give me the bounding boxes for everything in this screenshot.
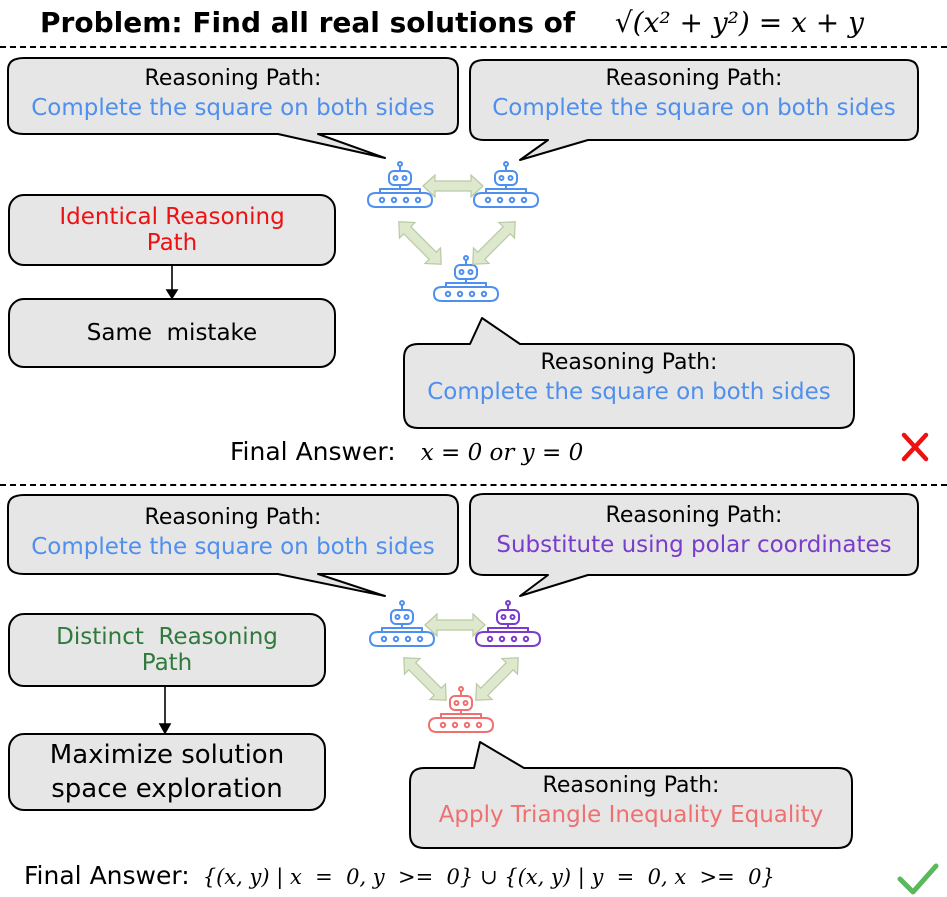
bubble-shape-top-left — [7, 57, 459, 159]
top-bubble-left: Reasoning Path: Complete the square on b… — [8, 66, 458, 121]
robot-icon-bottom-right — [475, 600, 541, 647]
bottom-bubble-bottom-text: Apply Triangle Inequality Equality — [438, 802, 824, 828]
bottom-final-value: {(x, y) | x = 0, y >= 0} ∪ {(x, y) | y =… — [202, 865, 775, 889]
bottom-bubble-left-heading: Reasoning Path: — [144, 505, 322, 530]
double-arrow-icon-top-right-diag — [464, 213, 524, 273]
double-arrow-icon-top-left-diag — [390, 213, 450, 273]
bottom-final-answer: Final Answer: {(x, y) | x = 0, y >= 0} ∪… — [24, 861, 775, 890]
top-bubble-right-heading: Reasoning Path: — [605, 66, 783, 91]
bottom-note-box: Distinct Reasoning Path — [8, 613, 326, 687]
bottom-bubble-left: Reasoning Path: Complete the square on b… — [8, 505, 458, 560]
flow-arrow-bottom-head — [158, 723, 172, 735]
bubble-shape-top-right — [469, 59, 919, 161]
bottom-final-label: Final Answer: — [24, 861, 190, 890]
problem-equation: √(x² + y²) = x + y — [614, 6, 864, 39]
top-final-value: x = 0 or y = 0 — [420, 440, 584, 466]
top-divider — [0, 46, 947, 48]
top-bubble-right: Reasoning Path: Complete the square on b… — [470, 66, 918, 121]
bottom-bubble-right: Reasoning Path: Substitute using polar c… — [470, 503, 918, 558]
double-arrow-icon-top-horizontal — [422, 174, 484, 198]
bottom-result-box: Maximize solution space exploration — [8, 733, 326, 811]
bubble-shape-bottom-left — [7, 494, 459, 597]
bottom-note-line1: Distinct Reasoning — [56, 624, 278, 650]
bottom-bubble-bottom-heading: Reasoning Path: — [542, 773, 720, 798]
double-arrow-icon-bottom-horizontal — [424, 613, 486, 637]
problem-prefix: Problem: Find all real solutions of — [40, 6, 576, 39]
double-arrow-icon-bottom-right-diag — [467, 649, 527, 709]
bottom-result-line1: Maximize solution — [49, 740, 285, 770]
top-note-line2: Path — [146, 230, 198, 256]
top-bubble-left-heading: Reasoning Path: — [144, 66, 322, 91]
robot-icon-top-left — [367, 161, 433, 208]
bottom-bubble-left-text: Complete the square on both sides — [31, 534, 435, 560]
bubble-shape-top-bottom — [403, 317, 855, 429]
bottom-note-line2: Path — [141, 650, 193, 676]
bubble-shape-bottom-bottom — [409, 741, 853, 849]
flow-arrow-top-head — [165, 289, 179, 300]
top-result-box: Same mistake — [8, 298, 336, 368]
top-bubble-right-text: Complete the square on both sides — [492, 95, 896, 121]
problem-title: Problem: Find all real solutions of √(x²… — [40, 6, 864, 39]
double-arrow-icon-bottom-left-diag — [395, 649, 455, 709]
bottom-bubble-right-heading: Reasoning Path: — [605, 503, 783, 528]
bottom-result-line2: space exploration — [51, 774, 283, 804]
top-result-text: Same mistake — [86, 320, 258, 346]
top-bubble-bottom-text: Complete the square on both sides — [427, 379, 831, 405]
robot-icon-bottom-left — [369, 600, 435, 647]
check-icon — [897, 863, 939, 895]
top-bubble-bottom-heading: Reasoning Path: — [540, 350, 718, 375]
top-final-answer: Final Answer: x = 0 or y = 0 — [230, 437, 583, 466]
middle-divider — [0, 484, 947, 486]
bottom-bubble-bottom: Reasoning Path: Apply Triangle Inequalit… — [410, 773, 852, 828]
cross-icon — [901, 432, 929, 462]
robot-icon-top-right — [473, 161, 539, 208]
top-bubble-bottom: Reasoning Path: Complete the square on b… — [404, 350, 854, 405]
bubble-shape-bottom-right — [469, 493, 919, 597]
top-note-line1: Identical Reasoning — [59, 204, 285, 230]
top-final-label: Final Answer: — [230, 437, 396, 466]
top-note-box: Identical Reasoning Path — [8, 194, 336, 266]
bottom-bubble-right-text: Substitute using polar coordinates — [496, 532, 892, 558]
top-bubble-left-text: Complete the square on both sides — [31, 95, 435, 121]
